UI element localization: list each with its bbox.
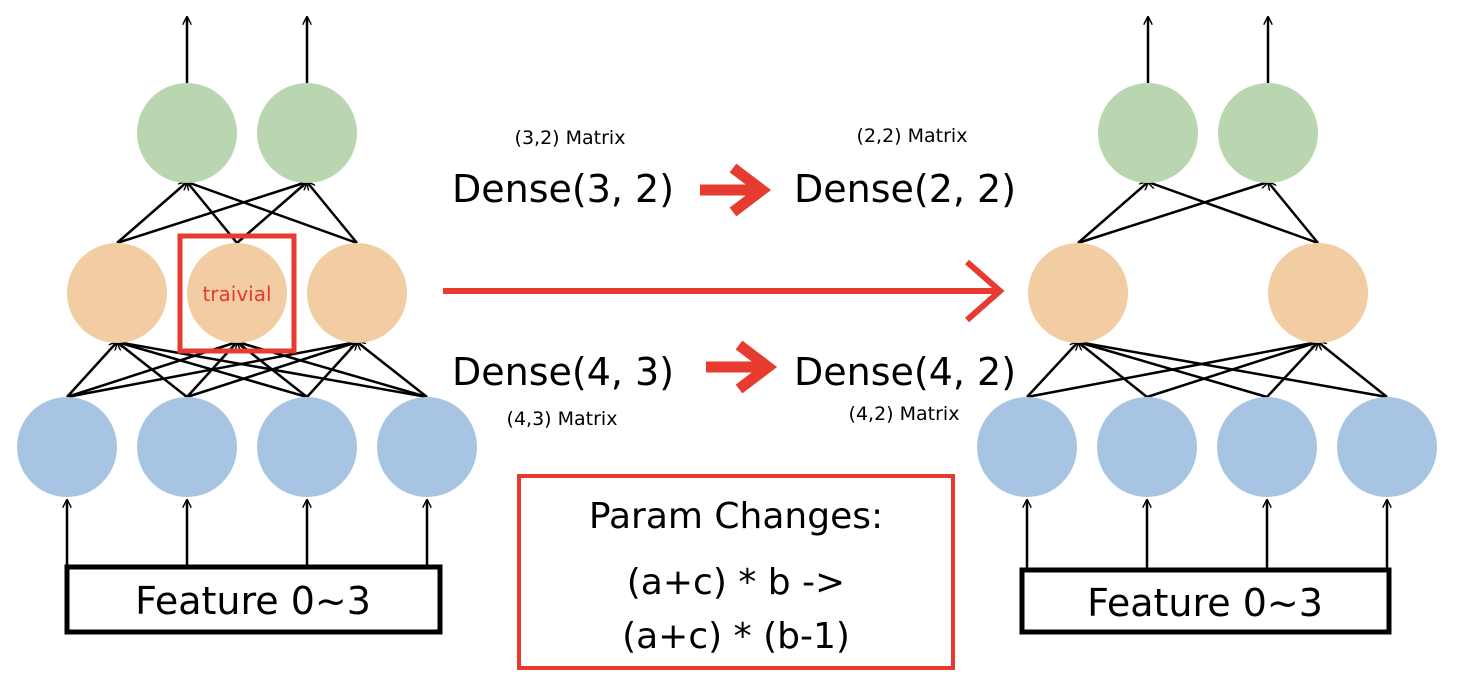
input-to-hidden-edge (117, 342, 188, 398)
right-network-edges (1027, 17, 1387, 568)
trivial-label: traivial (202, 282, 271, 306)
input-to-hidden-edge (1078, 342, 1148, 398)
right-feature-label: Feature 0~3 (1087, 581, 1323, 625)
input-to-hidden-edge (1026, 342, 1078, 398)
top-from-matrix: (3,2) Matrix (515, 127, 626, 149)
top-to-matrix: (2,2) Matrix (857, 125, 968, 147)
bottom-to-layer: Dense(4, 2) (794, 350, 1016, 394)
right-hidden-node (1268, 243, 1368, 343)
left-feature-label: Feature 0~3 (135, 579, 371, 623)
hidden-to-output-edge (116, 182, 187, 244)
param-changes-box: Param Changes: (a+c) * b -> (a+c) * (b-1… (517, 474, 955, 670)
right-hidden-node (1028, 243, 1128, 343)
left-input-node (377, 397, 477, 497)
bottom-to-matrix: (4,2) Matrix (849, 403, 960, 425)
hidden-to-output-edge (307, 182, 358, 244)
hidden-to-output-edge (187, 182, 238, 244)
bottom-from-layer: Dense(4, 3) (452, 350, 674, 394)
top-transform-arrow (700, 163, 772, 217)
left-network-edges (67, 17, 427, 565)
right-output-node (1218, 83, 1318, 183)
left-input-node (17, 397, 117, 497)
right-input-node (977, 397, 1077, 497)
right-input-node (1337, 397, 1437, 497)
right-feature-box (1019, 567, 1392, 635)
right-input-node (1097, 397, 1197, 497)
left-input-node (137, 397, 237, 497)
right-input-node (1217, 397, 1317, 497)
input-to-hidden-edge (1078, 342, 1388, 399)
left-input-node (257, 397, 357, 497)
param-box-title: Param Changes: (589, 496, 883, 537)
trivial-highlight-box (177, 233, 297, 354)
bottom-transform-arrow (706, 340, 778, 394)
input-to-hidden-edge (117, 342, 428, 399)
param-box-line2: (a+c) * (b-1) (622, 616, 850, 657)
left-output-node (257, 83, 357, 183)
left-hidden-node-trivial (187, 243, 287, 343)
left-hidden-node (67, 243, 167, 343)
hidden-to-output-edge (1077, 182, 1148, 244)
input-to-hidden-edge (117, 342, 308, 399)
input-to-hidden-edge (1266, 342, 1318, 398)
input-to-hidden-edge (1318, 342, 1388, 398)
param-box-border (517, 474, 955, 670)
network-transform-arrow (443, 259, 1005, 323)
left-hidden-node (307, 243, 407, 343)
input-to-hidden-edge (357, 342, 428, 398)
left-output-node (137, 83, 237, 183)
input-to-hidden-edge (1078, 342, 1268, 399)
param-box-line1: (a+c) * b -> (627, 562, 845, 603)
hidden-to-output-edge (1077, 182, 1268, 245)
input-to-hidden-edge (66, 342, 117, 398)
right-output-node (1098, 83, 1198, 183)
right-network: Feature 0~3 (977, 83, 1437, 635)
left-feature-box (64, 564, 443, 635)
bottom-transform: Dense(4, 3) (4,3) Matrix Dense(4, 2) (4,… (452, 340, 1016, 430)
hidden-to-output-edge (187, 182, 358, 245)
top-to-layer: Dense(2, 2) (794, 167, 1016, 211)
top-from-layer: Dense(3, 2) (452, 167, 674, 211)
hidden-to-output-edge (1268, 182, 1319, 244)
left-network: traivial Feature 0~3 (17, 83, 477, 635)
hidden-to-output-edge (1148, 182, 1319, 245)
top-transform: (3,2) Matrix Dense(3, 2) (2,2) Matrix De… (452, 125, 1016, 217)
bottom-from-matrix: (4,3) Matrix (507, 408, 618, 430)
